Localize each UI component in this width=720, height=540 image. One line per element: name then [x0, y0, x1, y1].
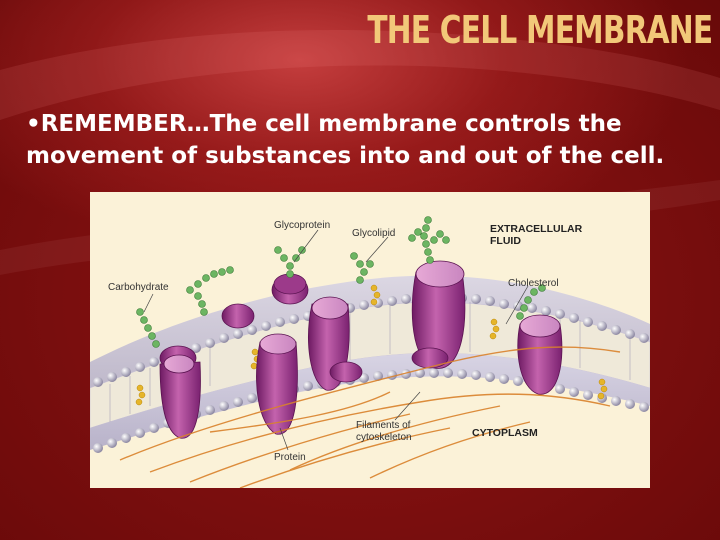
- label-cholesterol: Cholesterol: [508, 278, 559, 289]
- label-extracellular-line2: FLUID: [490, 235, 521, 247]
- membrane-illustration: [90, 216, 650, 488]
- label-filaments-line2: cytoskeleton: [356, 432, 412, 443]
- label-carbohydrate: Carbohydrate: [108, 282, 169, 293]
- label-glycolipid: Glycolipid: [352, 228, 396, 239]
- slide-title: THE CELL MEMBRANE: [366, 8, 713, 52]
- body-text-content: REMEMBER…The cell membrane controls the …: [26, 111, 665, 169]
- label-extracellular-line1: EXTRACELLULAR: [490, 223, 583, 235]
- cell-membrane-diagram: Glycoprotein Glycolipid EXTRACELLULAR FL…: [90, 192, 650, 488]
- label-protein: Protein: [274, 452, 306, 463]
- label-cytoplasm: CYTOPLASM: [472, 427, 538, 439]
- label-filaments-line1: Filaments of: [356, 420, 411, 431]
- body-text: •REMEMBER…The cell membrane controls the…: [26, 108, 716, 172]
- label-glycoprotein: Glycoprotein: [274, 220, 331, 231]
- bullet-symbol: •: [26, 111, 41, 137]
